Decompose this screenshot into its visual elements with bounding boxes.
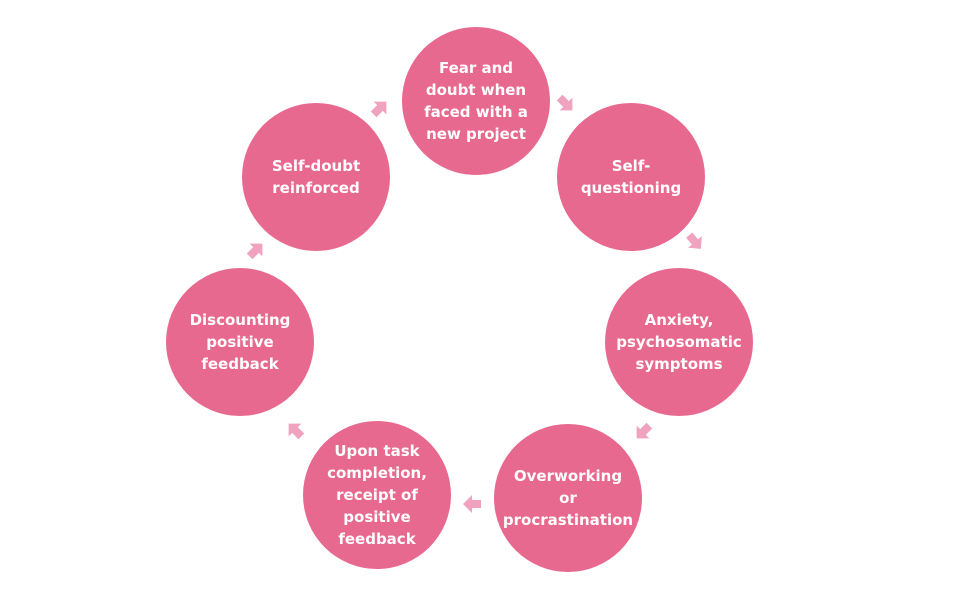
node-fear: Fear and doubt when faced with a new pro… [402,27,550,175]
node-label-task-completion: Upon task completion, receipt of positiv… [327,442,427,548]
arrow-up-right-icon [240,234,271,265]
node-task-completion: Upon task completion, receipt of positiv… [303,421,451,569]
arrow-up-left-icon [279,414,310,445]
node-discounting: Discounting positive feedback [166,268,314,416]
node-label-fear: Fear and doubt when faced with a new pro… [424,59,528,143]
node-label-anxiety: Anxiety, psychosomatic symptoms [616,311,742,373]
node-label-overworking: Overworking or procrastination [502,467,634,529]
node-overworking: Overworking or procrastination [494,424,642,572]
node-label-self-questioning: Self- questioning [580,157,682,197]
arrow-down-right-icon [550,88,581,119]
node-label-discounting: Discounting positive feedback [189,311,291,373]
arrow-left-icon [461,493,483,515]
node-self-questioning: Self- questioning [557,103,705,251]
arrow-down-right-icon [680,227,711,258]
node-anxiety: Anxiety, psychosomatic symptoms [605,268,753,416]
arrow-up-right-icon [364,92,395,123]
node-label-self-doubt: Self-doubt reinforced [271,157,361,197]
node-self-doubt: Self-doubt reinforced [242,103,390,251]
arrow-down-left-icon [627,416,658,447]
